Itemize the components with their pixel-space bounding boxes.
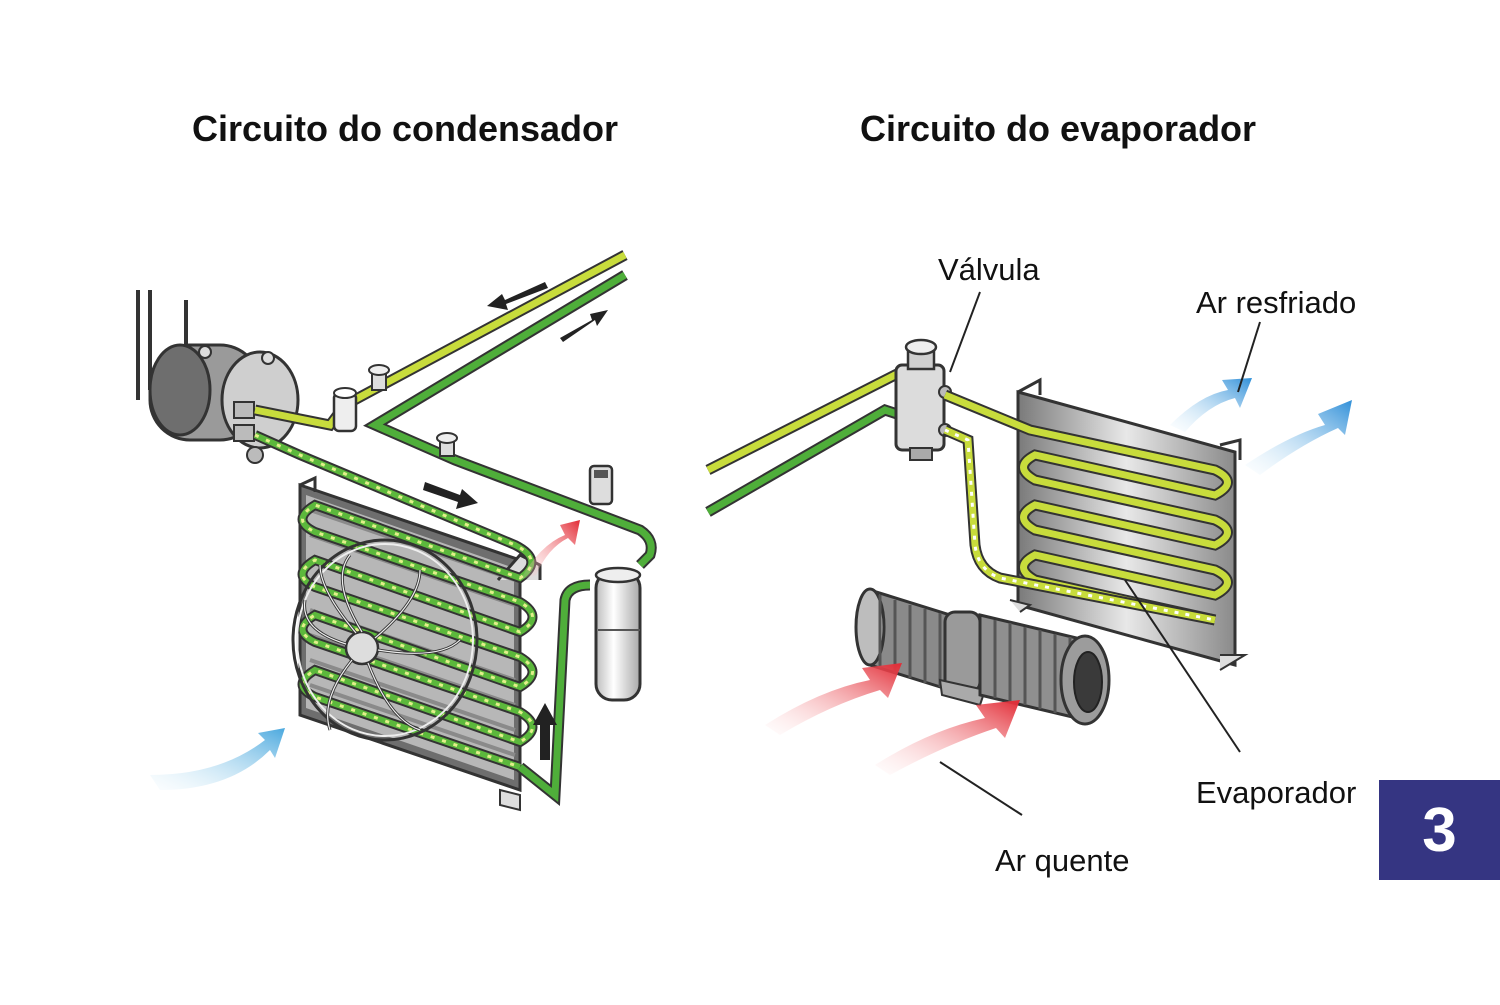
figure-number-badge: 3 — [1379, 780, 1500, 880]
flow-arrows-top — [423, 282, 608, 509]
cold-air-arrow-condenser — [150, 728, 285, 790]
condenser-core — [252, 430, 542, 812]
hot-air-label: Ar quente — [995, 843, 1130, 878]
condenser-fan — [291, 538, 479, 742]
hot-air-arrow-condenser — [520, 520, 580, 580]
receiver-drier — [594, 566, 642, 702]
high-pressure-line-top — [253, 250, 628, 432]
evaporator-circuit-title: Circuito do evaporador — [860, 108, 1257, 149]
hot-air-arrow-1 — [765, 663, 902, 735]
hot-air-leader-line — [939, 761, 1023, 816]
evaporator-label: Evaporador — [1196, 775, 1357, 810]
cooled-air-arrow-2 — [1245, 400, 1352, 475]
compressor — [148, 343, 300, 464]
expansion-valve — [894, 338, 952, 461]
cooled-air-arrow-1 — [1170, 378, 1252, 432]
cooled-air-label: Ar resfriado — [1196, 285, 1357, 320]
evaporator-coil — [942, 389, 1233, 626]
hot-air-arrow-2 — [875, 700, 1020, 775]
evaporator-leader-line — [1124, 579, 1241, 753]
suction-line-condenser — [363, 270, 657, 569]
cooled-air-leader-line — [1237, 321, 1261, 393]
condenser-circuit-title: Circuito do condensador — [192, 108, 619, 149]
valve-label: Válvula — [938, 252, 1040, 287]
valve-leader-line — [949, 291, 981, 373]
service-valves — [332, 364, 614, 506]
liquid-line-condenser — [516, 579, 591, 806]
flow-arrow-up — [533, 703, 557, 760]
blower-fan — [854, 587, 1111, 726]
